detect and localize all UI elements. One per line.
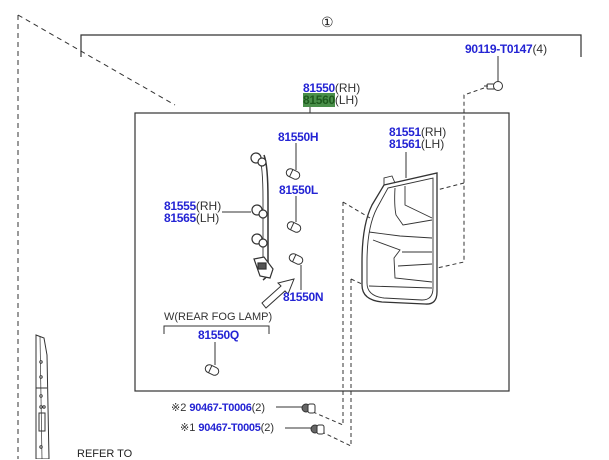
bulb-l-icon (286, 196, 302, 233)
label-bulb-l: 81550L (279, 184, 318, 196)
label-clip-2: ※2 90467-T0006(2) (171, 402, 265, 414)
label-bulb-q: 81550Q (198, 329, 239, 341)
clip-dashed-paths (312, 201, 371, 447)
part-link-90467-T0005[interactable]: 90467-T0005 (198, 422, 261, 434)
label-socket-lh: 81565(LH) (164, 212, 219, 224)
socket-harness-icon (250, 152, 274, 281)
bulb-q-icon (204, 342, 220, 376)
label-lamp-assy-rh: 81550(RH) (303, 82, 360, 94)
assembly-callout: ① (321, 14, 334, 30)
part-link-81561[interactable]: 81561 (389, 137, 421, 151)
screw-icon (484, 56, 503, 91)
side-suffix: (RH) (420, 125, 447, 139)
label-clip-1: ※1 90467-T0005(2) (180, 422, 274, 434)
clip-2-icon (276, 403, 316, 414)
part-link-90119-T0147[interactable]: 90119-T0147 (465, 42, 533, 56)
assembly-bracket (80, 34, 582, 57)
insert-arrow-icon (261, 278, 295, 309)
bulb-n-icon (288, 253, 304, 290)
part-link-81550N[interactable]: 81550N (283, 290, 324, 304)
side-suffix: (RH) (334, 81, 361, 95)
part-link-90467-T0006[interactable]: 90467-T0006 (189, 402, 252, 414)
label-lens-lh: 81561(LH) (389, 138, 444, 150)
qty-suffix: (4) (532, 42, 548, 56)
label-screw: 90119-T0147(4) (465, 43, 547, 55)
label-bulb-h: 81550H (278, 130, 319, 144)
label-socket-rh: 81555(RH) (164, 200, 221, 212)
assembly-box (134, 112, 510, 392)
part-link-81565[interactable]: 81565 (164, 211, 196, 225)
note-mark-2: ※2 (171, 402, 187, 414)
dashed-guide-lines (17, 14, 176, 459)
side-panel-icon (35, 334, 50, 459)
side-suffix: (LH) (195, 211, 220, 225)
part-link-81550H[interactable]: 81550H (278, 130, 319, 144)
part-link-81550[interactable]: 81550 (303, 81, 335, 95)
part-link-81560-highlighted[interactable]: 81560 (303, 93, 335, 107)
side-suffix: (LH) (420, 137, 445, 151)
part-link-81555[interactable]: 81555 (164, 199, 196, 213)
part-link-81551[interactable]: 81551 (389, 125, 421, 139)
part-link-81550L[interactable]: 81550L (279, 183, 318, 197)
label-lens-rh: 81551(RH) (389, 126, 446, 138)
part-link-81550Q[interactable]: 81550Q (198, 328, 239, 342)
tail-lamp-lens-icon (361, 172, 438, 305)
clip-1-icon (285, 424, 325, 435)
fog-lamp-note: W(REAR FOG LAMP) (164, 311, 273, 323)
label-lamp-assy-lh: 81560(LH) (303, 93, 359, 107)
screw-dashed-path (436, 87, 485, 269)
bulb-h-icon (285, 143, 301, 180)
side-suffix: (RH) (195, 199, 222, 213)
qty-suffix: (2) (251, 402, 266, 414)
label-bulb-n: 81550N (283, 290, 324, 304)
qty-suffix: (2) (260, 422, 275, 434)
refer-to-note: REFER TO (77, 448, 133, 460)
side-suffix: (LH) (334, 93, 359, 107)
fog-lamp-bracket (163, 325, 270, 334)
note-mark-1: ※1 (180, 422, 196, 434)
